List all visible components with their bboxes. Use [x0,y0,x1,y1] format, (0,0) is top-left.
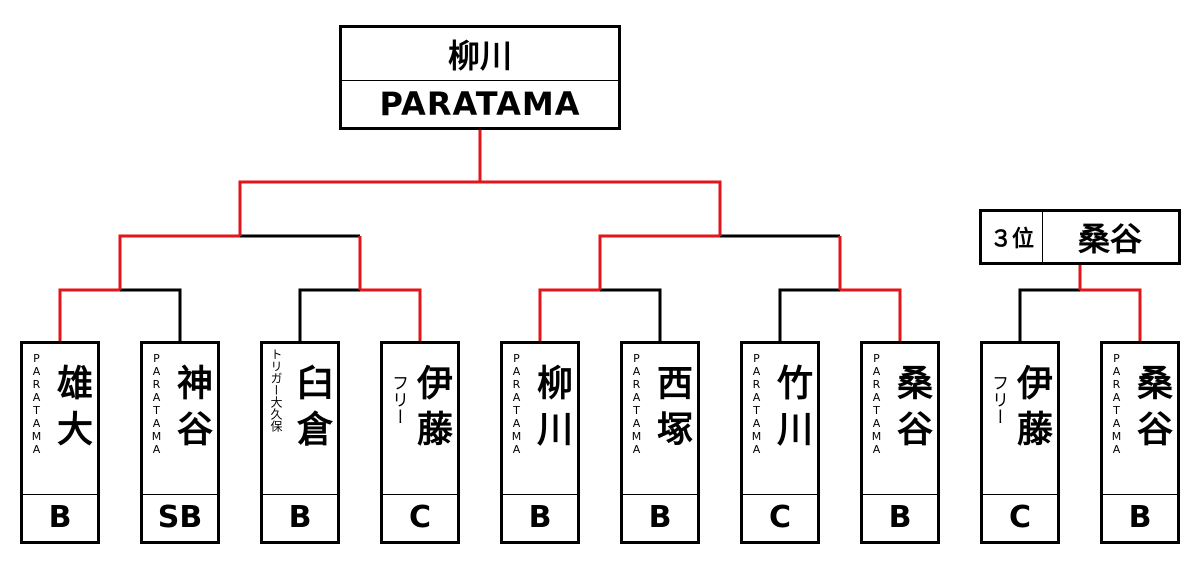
bracket-line [238,180,480,236]
bracket-line [1080,288,1142,341]
third-place-label: ３位 [982,212,1043,262]
bracket-line [600,288,662,341]
player-affiliation: フリー [988,374,1008,425]
player-name: 臼倉 [291,364,332,456]
player-grade: B [648,500,672,535]
player-affiliation: PARATAMA [750,352,763,456]
player-affiliation: PARATAMA [510,352,523,456]
player-grade: B [288,500,312,535]
player-name-area: PARATAMA 桑谷 [1103,344,1177,495]
player-grade: SB [157,500,203,535]
player-box: トリガー大久保臼倉 B [260,341,340,544]
player-name-area: PARATAMA 竹川 [743,344,817,495]
player-box: フリー伊藤 C [380,341,460,544]
player-name-area: PARATAMA 神谷 [143,344,217,495]
player-name-area: PARATAMA 桑谷 [863,344,937,495]
third-place-name: 桑谷 [1077,220,1142,258]
bracket-line [538,288,600,341]
bracket-line [840,288,902,341]
bracket-line [1018,288,1080,341]
player-grade: B [1128,500,1152,535]
player-affiliation: PARATAMA [30,352,43,456]
bracket-line [298,288,360,341]
player-affiliation: トリガー大久保 [269,348,283,432]
player-box: PARATAMA 竹川 C [740,341,820,544]
player-box: PARATAMA 西塚 B [620,341,700,544]
player-box: PARATAMA 神谷 SB [140,341,220,544]
winner-team: PARATAMA [379,84,581,123]
player-affiliation: PARATAMA [1110,352,1123,456]
player-name: 竹川 [771,364,812,456]
player-box: PARATAMA 雄大 B [20,341,100,544]
player-name-area: PARATAMA 西塚 [623,344,697,495]
bracket-line [118,234,240,290]
player-name: 雄大 [51,364,92,456]
winner-name: 柳川 [342,28,618,81]
player-affiliation: PARATAMA [150,352,163,456]
player-grade: C [408,500,432,535]
player-name: 神谷 [171,364,212,456]
player-name: 伊藤 [411,364,452,456]
bracket-line [360,288,422,341]
player-name: 桑谷 [891,364,932,456]
bracket-line [120,288,182,341]
player-grade: B [888,500,912,535]
player-affiliation: フリー [388,374,408,425]
player-affiliation: PARATAMA [870,352,883,456]
player-grade: C [768,500,792,535]
player-name: 桑谷 [1131,364,1172,456]
player-name: 西塚 [651,364,692,456]
player-grade: C [1008,500,1032,535]
bracket-line [778,288,840,341]
player-name-area: フリー伊藤 [983,344,1057,495]
player-grade: B [48,500,72,535]
third-place-box: ３位 桑谷 [979,209,1181,265]
player-grade: B [528,500,552,535]
bracket-line [480,180,722,236]
player-box: フリー伊藤 C [980,341,1060,544]
player-name: 柳川 [531,364,572,456]
player-box: PARATAMA 桑谷 B [860,341,940,544]
player-name-area: フリー伊藤 [383,344,457,495]
winner-box: 柳川 PARATAMA [339,25,621,130]
player-name: 伊藤 [1011,364,1052,456]
bracket-line [598,234,720,290]
player-affiliation: PARATAMA [630,352,643,456]
player-box: PARATAMA 桑谷 B [1100,341,1180,544]
bracket-line [58,288,120,341]
player-name-area: トリガー大久保臼倉 [263,344,337,495]
player-box: PARATAMA 柳川 B [500,341,580,544]
player-name-area: PARATAMA 雄大 [23,344,97,495]
player-name-area: PARATAMA 柳川 [503,344,577,495]
